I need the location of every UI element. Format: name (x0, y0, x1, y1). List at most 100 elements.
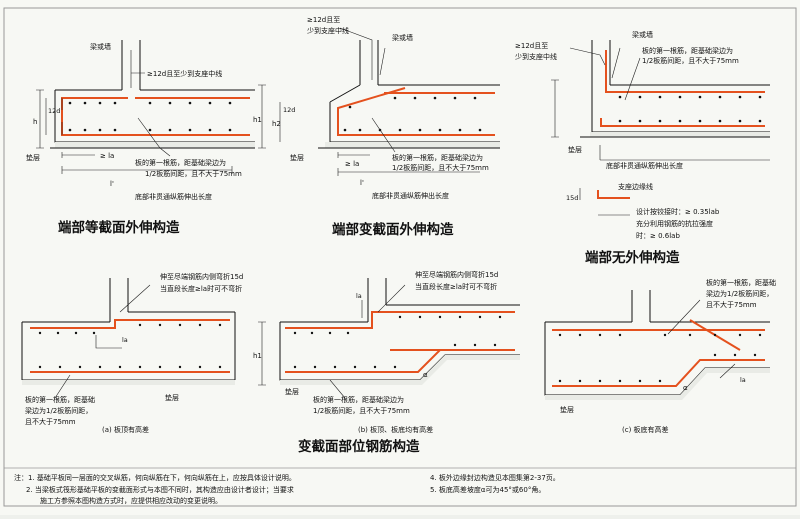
rebar-dots (618, 95, 762, 123)
dim-la (61, 152, 95, 158)
label-cushion: 垫层 (285, 387, 299, 396)
label-first-bar: 板的第一根筋，距基础梁边为 (642, 46, 733, 55)
label-12d-note: ≥12d且至少到支座中线 (147, 69, 222, 78)
note-2b: 施工方参照本图构造方式时，应提供相应改动的变更说明。 (40, 496, 222, 505)
label-full-use-val: 时：≥ 0.6lab (636, 231, 680, 240)
label-la: la (122, 336, 128, 344)
dim-h (551, 79, 559, 138)
label-bottom-bars: 底部非贯通纵筋伸出长度 (606, 161, 683, 170)
leader-12d (339, 27, 386, 80)
label-straight-la: 当直段长度≥la时可不弯折 (160, 284, 242, 293)
label-lprime: l' (360, 179, 364, 187)
label-cushion: 垫层 (165, 393, 179, 402)
top-rebar (285, 311, 515, 329)
rebar-dots (293, 315, 502, 369)
top-rebar (30, 319, 230, 329)
label-first-bar-2: 梁边为1/2板筋间距， (25, 406, 92, 415)
label-first-bar: 板的第一根筋，距基础梁边为 (392, 153, 483, 162)
leader-first-bar (371, 117, 396, 153)
label-12d: 12d (283, 106, 295, 114)
figure-end-equal-section: 梁或墙 ≥12d且至少到支座中线 h 12d ≥ la 板的第一根筋，距基础梁边… (26, 40, 255, 236)
cushion-layer (22, 380, 235, 385)
label-la: la (740, 376, 746, 384)
top-rebar (605, 50, 765, 93)
label-bottom-bars: 底部非贯通纵筋伸出长度 (372, 191, 449, 200)
dim-lprime (61, 166, 233, 174)
rebar-dots (343, 96, 482, 132)
leaders (95, 284, 151, 349)
label-h1: h1 (253, 116, 262, 124)
label-alpha: α (423, 371, 428, 379)
label-first-bar-2: 1/2板筋间距，且不大于75mm (145, 169, 242, 178)
leader-first-bar (329, 379, 346, 399)
label-la: ≥ la (100, 152, 114, 160)
sheet-frame (3, 7, 797, 507)
label-12d-a: ≥12d且至 (307, 16, 340, 24)
label-first-bar-2: 梁边为1/2板筋间距， (706, 289, 773, 298)
label-design-hinge: 设计按铰接时：≥ 0.35lab (636, 207, 720, 216)
figure-end-no-extension: ≥12d且至 少到支座中线 梁或墙 板的第一根筋，距基础梁边为 1/2板筋间距，… (515, 30, 770, 266)
cushion-layer (325, 142, 500, 148)
figure4-caption: (a) 板顶有高差 (102, 425, 149, 434)
figure1-title: 端部等截面外伸构造 (58, 219, 180, 236)
label-alpha: α (683, 384, 688, 392)
slab-outline (591, 40, 770, 133)
label-h: h (33, 118, 37, 126)
label-wall: 梁或墙 (632, 30, 653, 39)
label-first-bar: 板的第一根筋，距基础梁边为 (135, 158, 226, 167)
label-bottom-bars: 底部非贯通纵筋伸出长度 (135, 192, 212, 201)
label-first-bar: 板的第一根筋，距基础 (706, 278, 776, 287)
note-2: 2. 当梁板式筏形基础平板的变截面形式与本图不同时，其构造应由设计者设计；当要求 (26, 485, 294, 494)
cushion-layer (280, 355, 520, 385)
bottom-rebar (552, 359, 765, 387)
slab-outline (279, 278, 520, 381)
label-support-line: 支座边缘线 (618, 182, 653, 191)
label-first-bar-3: 且不大于75mm (25, 417, 76, 426)
label-straight-la: 当直段长度≥la时可不弯折 (415, 282, 497, 291)
note-4: 4. 板外边缘封边构造见本图集第2-37页。 (430, 473, 560, 482)
leader-first-bar (137, 117, 171, 157)
label-h2: h2 (272, 120, 281, 128)
section-title: 变截面部位钢筋构造 (298, 438, 420, 455)
label-h1: h1 (253, 352, 262, 360)
leaders (667, 299, 736, 379)
label-first-bar: 板的第一根筋，距基础梁边为 (313, 395, 404, 404)
label-cushion: 垫层 (290, 153, 304, 162)
label-12d-b: 少到支座中线 (307, 26, 349, 35)
leader-first-bar (54, 374, 71, 399)
label-la: la (356, 292, 362, 300)
figure3-title: 端部无外伸构造 (585, 249, 680, 266)
label-wall: 梁或墙 (392, 33, 413, 42)
label-first-bar-2: 1/2板筋间距，且不大于75mm (392, 163, 489, 172)
label-cushion: 垫层 (26, 153, 40, 162)
cushion-layer (590, 132, 770, 137)
label-first-bar-2: 1/2板筋间距，且不大于75mm (313, 406, 410, 415)
figure5-caption: (b) 板顶、板底均有高差 (358, 425, 433, 434)
label-15d: 15d (566, 194, 578, 202)
dim-lprime (337, 168, 480, 176)
leaders (361, 284, 406, 318)
bottom-rebar (285, 349, 515, 373)
label-wall: 梁或墙 (90, 42, 111, 51)
cushion-layer (545, 368, 770, 400)
label-first-bar-3: 且不大于75mm (706, 300, 757, 309)
label-full-use: 充分利用钢筋的抗拉强度 (636, 219, 713, 228)
wall-outline (121, 40, 141, 90)
slab-outline (544, 290, 770, 396)
label-la: ≥ la (345, 160, 359, 168)
figure-a-top-step: 伸至尽端钢筋内侧弯折15d 当直段长度≥la时可不弯折 la 板的第一根筋，距基… (21, 272, 243, 434)
rebar-dots (38, 323, 222, 369)
label-12d-b: 少到支座中线 (515, 52, 557, 61)
bottom-hook-detail (597, 190, 630, 199)
figure6-caption: (c) 板底有高差 (622, 425, 669, 434)
note-5: 5. 板底高差坡度α可为45°或60°角。 (430, 485, 545, 494)
wall-outline (359, 40, 379, 85)
label-12d-a: ≥12d且至 (515, 42, 548, 50)
notes-block: 注：1. 基础平板同一层面的交叉纵筋，何向纵筋在下，何向纵筋在上，应按具体设计说… (14, 473, 560, 505)
leaders (569, 47, 641, 101)
figure-c-bottom-step: 板的第一根筋，距基础 梁边为1/2板筋间距， 且不大于75mm la α 垫层 … (544, 278, 776, 434)
label-cushion: 垫层 (560, 405, 574, 414)
dim-h (36, 89, 44, 149)
